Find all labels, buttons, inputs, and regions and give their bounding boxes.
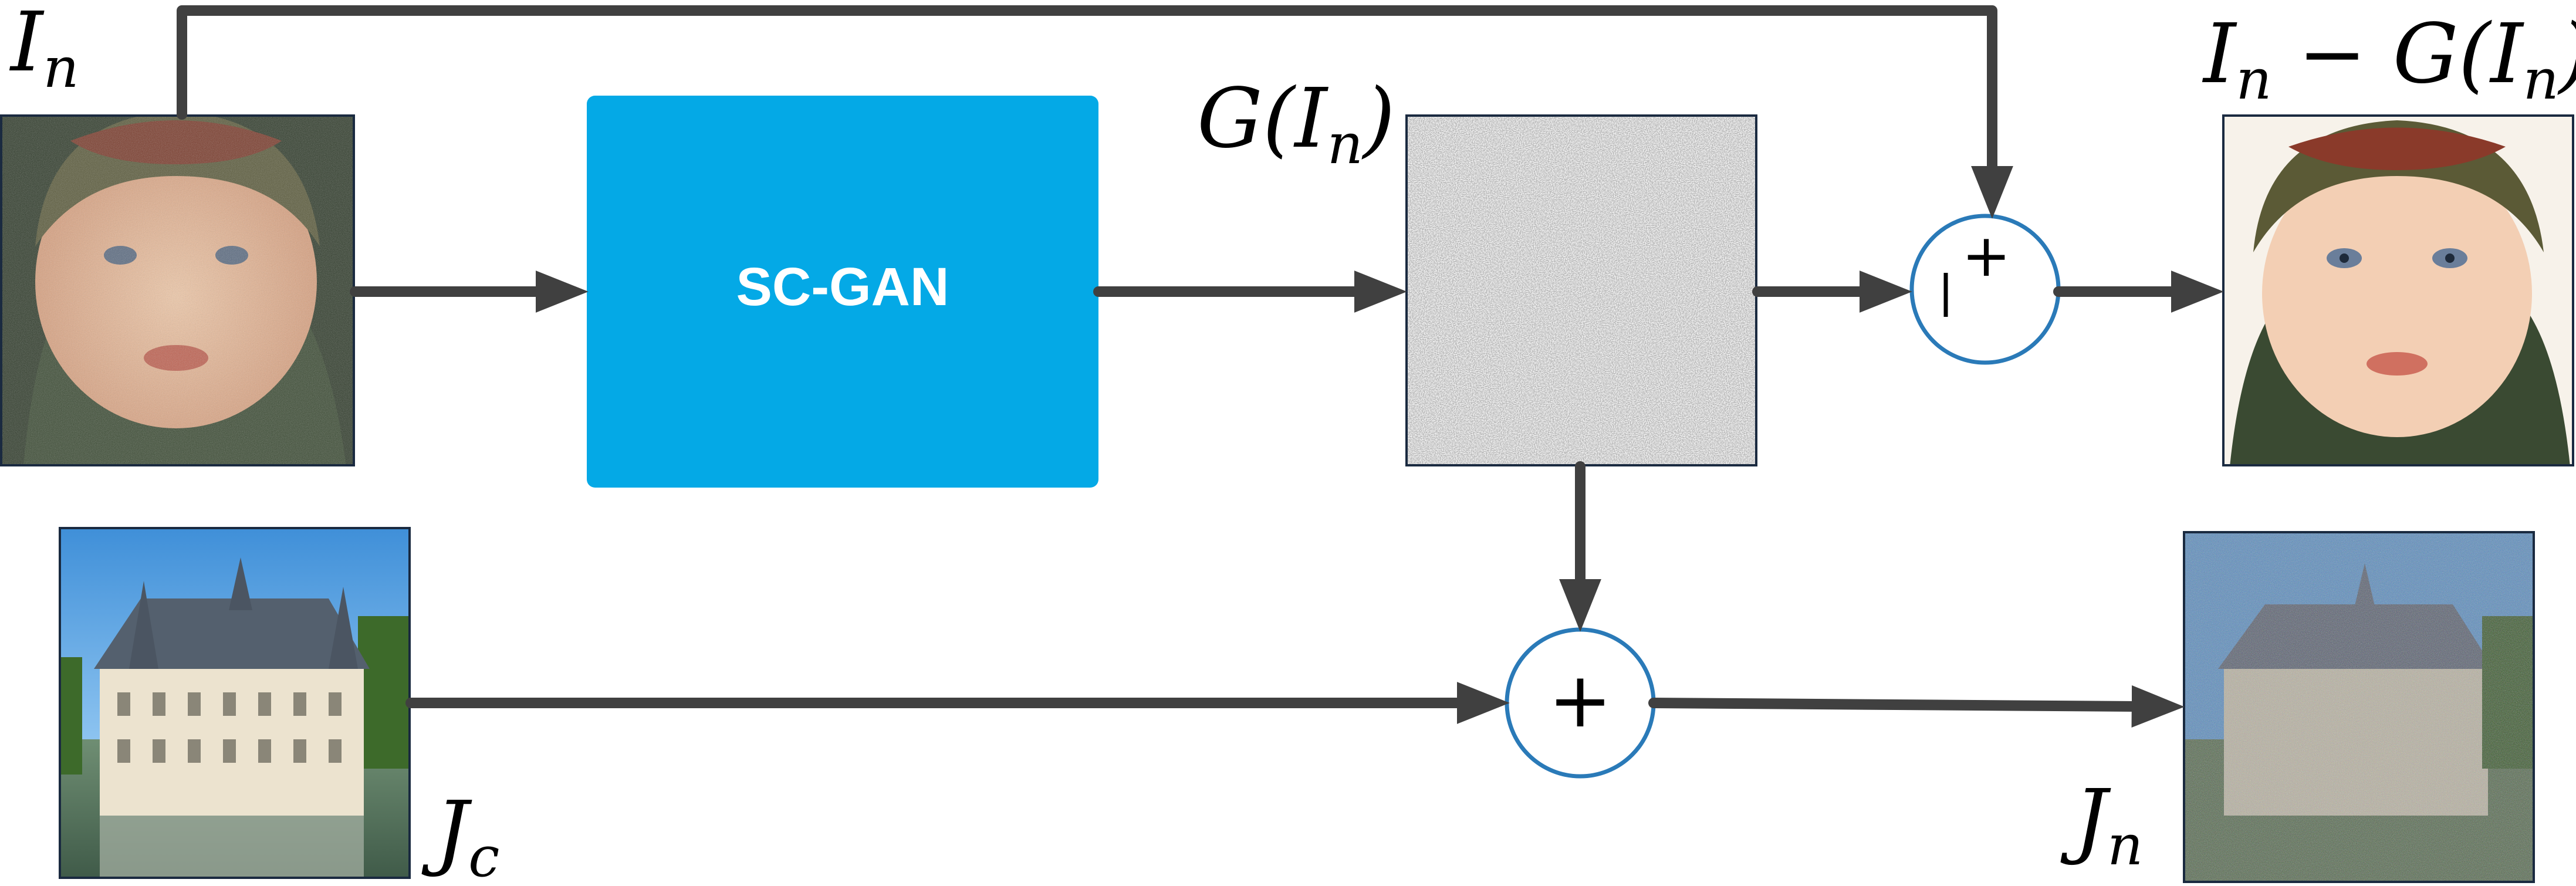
label-generator-output: G(In) (1197, 71, 1395, 177)
noise-map-image (1405, 114, 1757, 466)
sc-gan-block (587, 96, 1098, 488)
sc-gan-label: SC-GAN (736, 257, 949, 317)
add-operator-symbol: + (1549, 655, 1612, 745)
denoised-output-image (2222, 114, 2574, 466)
add-operator: + (1505, 627, 1656, 779)
arrow-add-to-noisy-output (1648, 685, 2185, 728)
label-denoised-output: In − G(In) (2202, 6, 2576, 112)
noisy-output-image (2183, 531, 2535, 883)
clean-image (59, 527, 411, 879)
subtract-operator-plus: + (1962, 221, 2011, 290)
label-noisy-output: Jn (2060, 772, 2143, 878)
subtract-operator: + (1909, 214, 2061, 365)
input-noisy-image (0, 114, 355, 466)
label-input-noisy: In (9, 0, 79, 100)
label-clean-image: Jc (421, 784, 499, 886)
arrow-skip-connection (177, 5, 2013, 219)
